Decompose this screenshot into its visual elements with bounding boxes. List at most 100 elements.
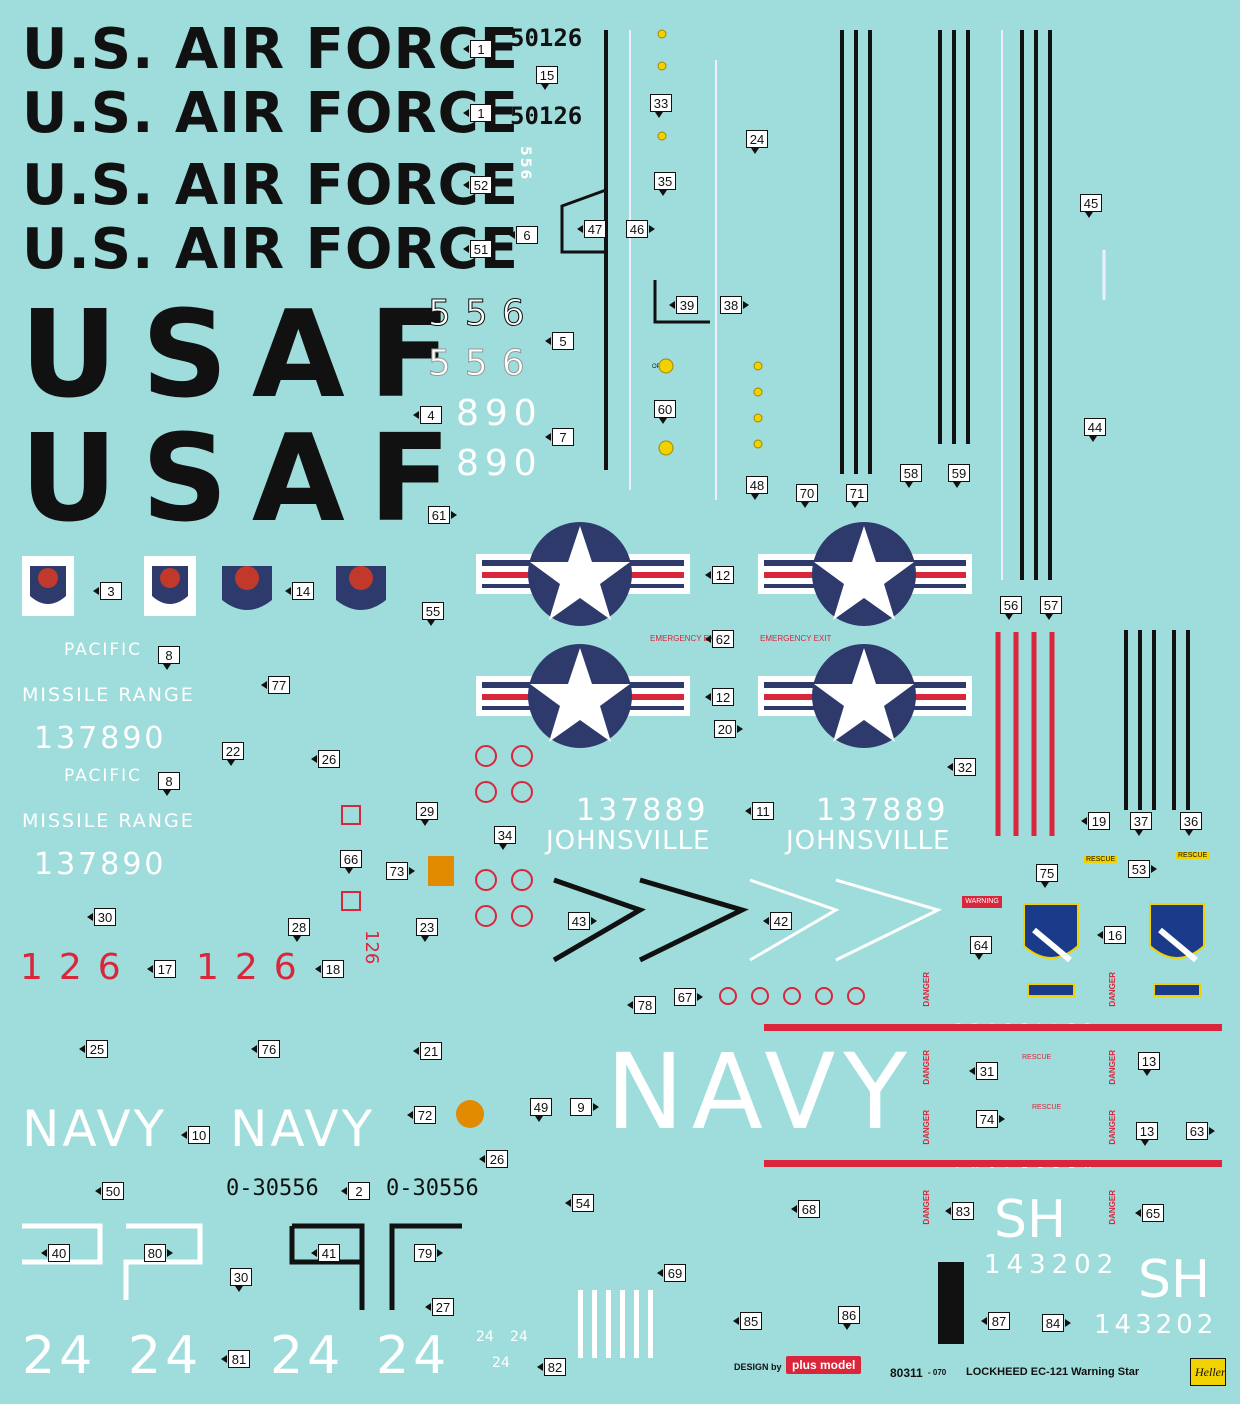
decal-number-tag: 58 [900,464,922,488]
decal-number-tag: 19 [1081,812,1110,830]
star-insignia [476,644,690,748]
usaf-marking: USAF [20,286,475,425]
decal-number-tag: 14 [285,582,314,600]
decal-number-tag: 17 [147,960,176,978]
orange-panel [428,856,454,886]
decal-number-tag: 24 [746,130,768,154]
decal-number-tag: 66 [340,850,362,874]
decal-number-tag: 23 [416,918,438,942]
instrument-panel-decal [938,1262,964,1344]
product-code-suffix: - 070 [928,1368,947,1377]
decal-number-tag: 51 [463,240,492,258]
johnsville-number: 137889 [576,793,709,828]
squadron-emblem [222,566,272,610]
white-corner-marking [123,1223,203,1300]
air-force-marking: U.S. AIR FORCE [22,217,519,282]
decal-number-tag: 55 [422,602,444,626]
decal-number-tag: 12 [705,688,734,706]
decal-number-tag: 75 [1036,864,1058,888]
warning-label: WARNING [962,896,1002,908]
decal-number-tag: 52 [463,176,492,194]
decal-number-tag: 31 [969,1062,998,1080]
maker-logo: Heller [1190,1358,1226,1386]
decal-number-tag: 30 [230,1268,252,1292]
decal-number-tag: 50 [95,1182,124,1200]
decal-number-tag: 33 [650,94,672,118]
decal-number-tag: 7 [545,428,574,446]
pacific-marking: PACIFIC [64,640,143,660]
registration-marking: 137890 [34,721,167,756]
decal-number-tag: 41 [311,1244,340,1262]
decal-number-tag: 39 [669,296,698,314]
decal-number-tag: 2 [341,1182,370,1200]
decal-number-tag: 32 [947,758,976,776]
number-126-marking: 126 [196,947,313,988]
decal-number-tag: 84 [1042,1314,1071,1332]
decal-number-tag: 11 [745,802,774,820]
decal-number-tag: 74 [976,1110,1005,1128]
tail-serial-marking: 0-30556 [226,1176,319,1201]
number-890-marking: 890 [456,393,543,434]
decal-number-tag: 69 [657,1264,686,1282]
chevron-marking [638,877,749,963]
decal-number-tag: 67 [674,988,703,1006]
decal-number-tag: 72 [407,1106,436,1124]
decal-number-tag: 48 [746,476,768,500]
emergency-exit-label: EMERGENCY EXIT [650,634,722,643]
decal-number-tag: 13 [1136,1122,1158,1146]
decal-number-tag: 38 [720,296,749,314]
decal-number-tag: 68 [791,1200,820,1218]
vertical-556-marking: 556 [517,146,533,182]
decal-number-tag: 61 [428,506,457,524]
chevron-marking [552,877,646,963]
decal-number-tag: 87 [981,1312,1010,1330]
decal-number-tag: 64 [970,936,992,960]
air-force-marking: U.S. AIR FORCE [22,17,519,82]
decal-number-tag: 76 [251,1040,280,1058]
decal-number-tag: 45 [1080,194,1102,218]
decal-number-tag: 30 [87,908,116,926]
serial-marking: 50126 [510,24,583,52]
star-insignia [758,644,972,748]
decal-number-tag: 65 [1135,1204,1164,1222]
sheet-title: LOCKHEED EC-121 Warning Star [966,1366,1140,1378]
decal-number-tag: 54 [565,1194,594,1212]
red-square-marking [341,805,361,825]
decal-number-tag: 70 [796,484,818,508]
rescue-label: RESCUE [1084,856,1118,863]
number-24-marking: 24 [376,1326,451,1386]
decal-number-tag: 5 [545,332,574,350]
number-126-marking: 126 [20,947,137,988]
chevron-marking [749,878,840,962]
star-insignia [476,522,690,626]
number-556-marking: 556 [428,293,539,334]
red-ring-markings [475,745,865,1005]
number-24-marking: 24 [22,1326,97,1386]
johnsville-number: 137889 [816,793,949,828]
rescue-label: RESCUE [1032,1104,1062,1111]
corner-marking [289,1226,362,1265]
decal-number-tag: 62 [705,630,734,648]
decal-number-tag: 79 [414,1244,443,1262]
white-corner-marking [22,1223,103,1265]
navy-large-marking: NAVY [606,1031,915,1153]
rescue-label: RESCUE [1022,1054,1052,1061]
step-line [653,280,710,324]
decal-number-tag: 59 [948,464,970,488]
registration-marking: 137890 [34,847,167,882]
corner-marking [292,1223,365,1310]
number-24-small: 24 [492,1355,510,1371]
decal-number-tag: 56 [1000,596,1022,620]
number-24-marking: 24 [128,1326,203,1386]
pacific-marking: PACIFIC [64,766,143,786]
decal-number-tag: 13 [1138,1052,1160,1076]
decal-number-tag: 28 [288,918,310,942]
missile-range-marking: MISSILE RANGE [22,684,195,706]
sh-code-marking: SH [994,1190,1067,1250]
decal-number-tag: 47 [577,220,606,238]
decal-number-tag: 15 [536,66,558,90]
decal-number-tag: 63 [1186,1122,1215,1140]
unit-shield-emblem [1023,903,1079,997]
